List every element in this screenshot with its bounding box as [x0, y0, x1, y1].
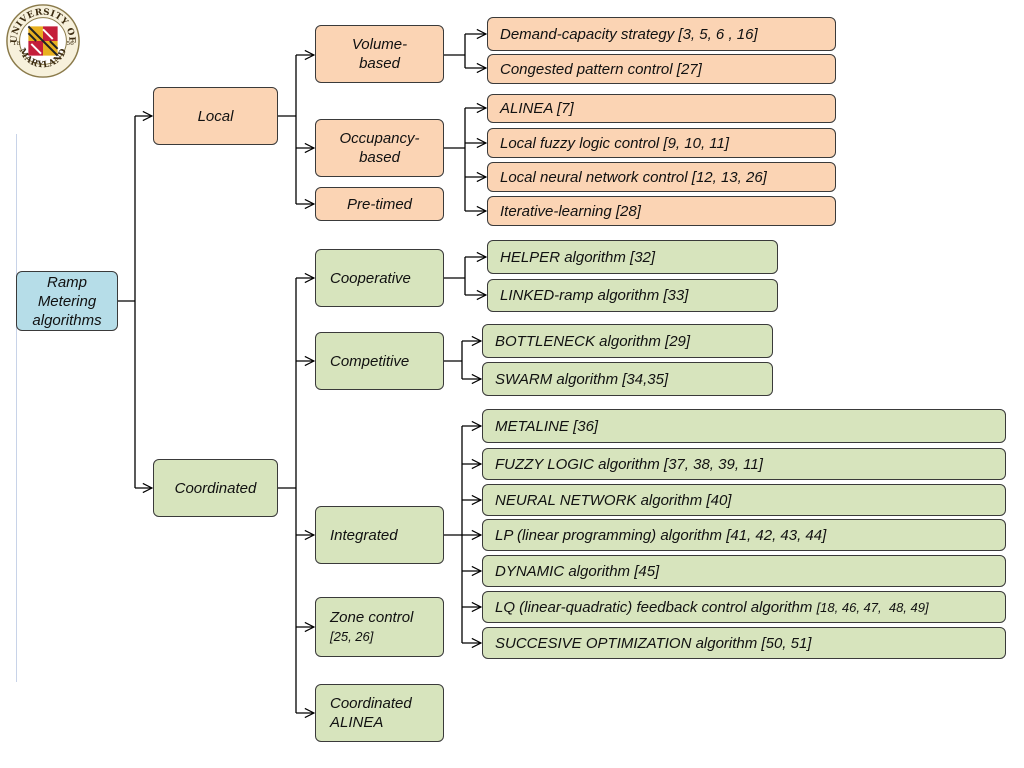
leaf-alinea: ALINEA [7] — [487, 94, 836, 123]
leaf-lp: LP (linear programming) algorithm [41, 4… — [482, 519, 1006, 551]
coordinated-alinea-label: Coordinated ALINEA — [330, 695, 412, 731]
volume-based-label: Volume-based — [351, 36, 408, 72]
coordinated-label: Coordinated — [174, 479, 257, 497]
leaf-congested-pattern: Congested pattern control [27] — [487, 54, 836, 84]
local-node: Local — [153, 87, 278, 145]
competitive-label: Competitive — [330, 352, 410, 370]
svg-text:18: 18 — [13, 41, 21, 47]
leaf-successive-optimization: SUCCESIVE OPTIMIZATION algorithm [50, 51… — [482, 627, 1006, 659]
university-seal-logo: UNIVERSITY OF MARYLAND 18 56 — [6, 4, 80, 78]
occupancy-based-node: Occupancy-based — [315, 119, 444, 177]
zone-control-node: Zone control [25, 26] — [315, 597, 444, 657]
leaf-neural-network: NEURAL NETWORK algorithm [40] — [482, 484, 1006, 516]
root-label: Ramp Metering algorithms — [32, 273, 102, 329]
local-label: Local — [197, 107, 234, 125]
pre-timed-node: Pre-timed — [315, 187, 444, 221]
pre-timed-label: Pre-timed — [346, 195, 413, 213]
volume-based-node: Volume-based — [315, 25, 444, 83]
leaf-linked-ramp: LINKED-ramp algorithm [33] — [487, 279, 778, 312]
competitive-node: Competitive — [315, 332, 444, 390]
leaf-demand-capacity: Demand-capacity strategy [3, 5, 6 , 16] — [487, 17, 836, 51]
coordinated-alinea-node: Coordinated ALINEA — [315, 684, 444, 742]
cooperative-node: Cooperative — [315, 249, 444, 307]
leaf-bottleneck: BOTTLENECK algorithm [29] — [482, 324, 773, 358]
leaf-lq-feedback: LQ (linear-quadratic) feedback control a… — [482, 591, 1006, 623]
leaf-metaline: METALINE [36] — [482, 409, 1006, 443]
leaf-dynamic: DYNAMIC algorithm [45] — [482, 555, 1006, 587]
root-node: Ramp Metering algorithms — [16, 271, 118, 331]
leaf-helper: HELPER algorithm [32] — [487, 240, 778, 274]
svg-text:56: 56 — [66, 41, 74, 47]
integrated-label: Integrated — [330, 526, 398, 544]
occupancy-based-label: Occupancy-based — [339, 130, 420, 166]
zone-control-refs: [25, 26] — [330, 629, 374, 644]
zone-control-label: Zone control — [330, 609, 414, 626]
leaf-fuzzy-logic: FUZZY LOGIC algorithm [37, 38, 39, 11] — [482, 448, 1006, 480]
cooperative-label: Cooperative — [330, 269, 411, 287]
leaf-local-neural: Local neural network control [12, 13, 26… — [487, 162, 836, 192]
leaf-local-fuzzy: Local fuzzy logic control [9, 10, 11] — [487, 128, 836, 158]
leaf-swarm: SWARM algorithm [34,35] — [482, 362, 773, 396]
slide-left-rule — [16, 134, 17, 682]
integrated-node: Integrated — [315, 506, 444, 564]
leaf-iterative-learning: Iterative-learning [28] — [487, 196, 836, 226]
coordinated-node: Coordinated — [153, 459, 278, 517]
